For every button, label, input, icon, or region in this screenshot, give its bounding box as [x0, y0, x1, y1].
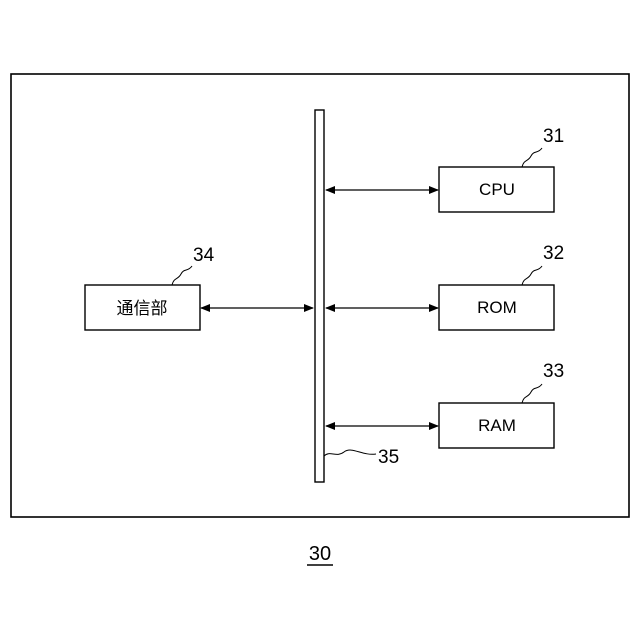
rom-ref: 32 [543, 243, 564, 264]
cpu-label: CPU [479, 180, 515, 199]
bus-ref: 35 [378, 447, 399, 468]
bus-leader [324, 450, 376, 456]
cpu-leader [522, 148, 542, 167]
communication-unit-label: 通信部 [117, 299, 168, 318]
ram-leader [522, 384, 542, 403]
ram-label: RAM [478, 416, 516, 435]
ram-ref: 33 [543, 361, 564, 382]
rom-label: ROM [477, 298, 517, 317]
rom-leader [522, 266, 542, 285]
system-bus [315, 110, 324, 482]
cpu-ref: 31 [543, 126, 564, 147]
communication-unit-ref: 34 [193, 245, 215, 266]
communication-unit-leader [172, 266, 192, 285]
figure-ref: 30 [309, 543, 331, 565]
